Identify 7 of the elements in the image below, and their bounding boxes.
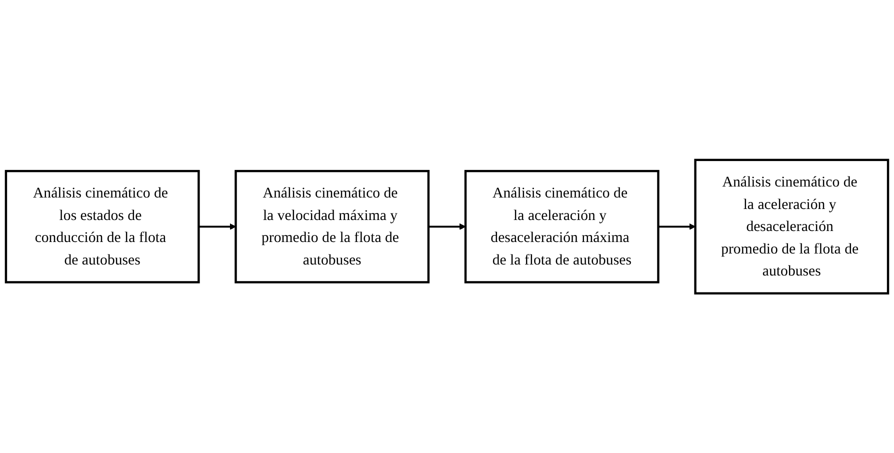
arrow: [198, 223, 236, 230]
node-box: Análisis cinemático de la aceleración y desaceleración máxima de la flota de autobuses: [464, 170, 660, 284]
arrow: [658, 223, 696, 230]
node-box: Análisis cinemático de los estados de conducción de la flota de autobuses: [4, 170, 200, 284]
arrow: [428, 223, 466, 230]
node-box: Análisis cinemático de la velocidad máxima y promedio de la flota de autobuses: [234, 170, 430, 284]
node-box: Análisis cinemático de la aceleración y desaceleración promedio de la flota de autobuses: [694, 158, 890, 294]
